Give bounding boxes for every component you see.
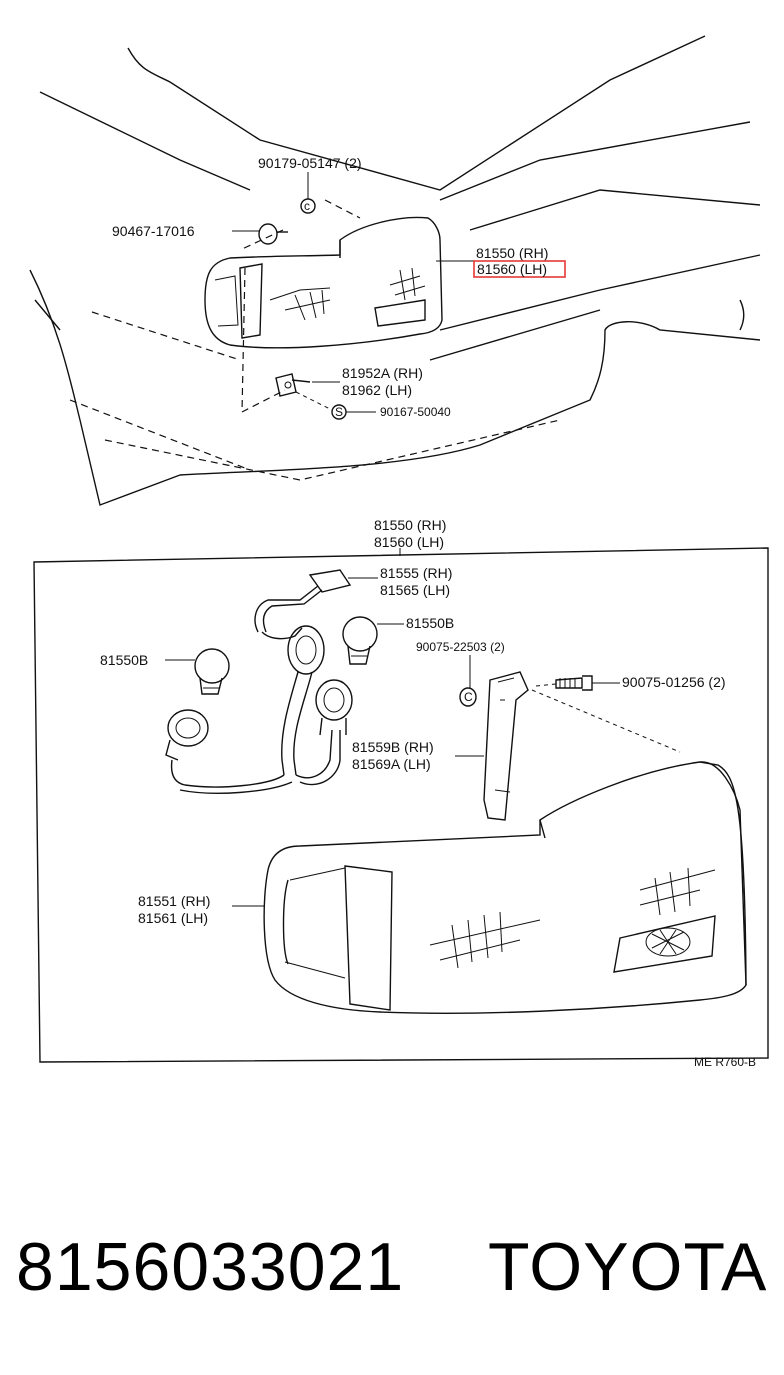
vehicle-body-outline (29, 35, 761, 506)
label-81551-rh: 81551 (RH) (138, 893, 210, 909)
s-mark: S (335, 405, 343, 419)
highlight-81560-lh (473, 260, 566, 278)
label-81555-rh: 81555 (RH) (380, 565, 452, 581)
corner-lamp-top (204, 216, 443, 349)
clip-90075-22503: C (459, 687, 477, 707)
label-90075-22503: 90075-22503 (2) (416, 640, 505, 654)
part-number: 8156033021 (16, 1229, 405, 1305)
s-clip-90167: S (331, 404, 347, 420)
exploded-view-frame (33, 547, 769, 1063)
brand-name: TOYOTA (488, 1229, 768, 1305)
label-90179-05147: 90179-05147 (2) (258, 155, 362, 171)
label-90167-50040: 90167-50040 (380, 405, 451, 419)
label-81565-lh: 81565 (LH) (380, 582, 450, 598)
label-81560-lh-box: 81560 (LH) (374, 534, 444, 550)
label-90075-01256: 90075-01256 (2) (622, 674, 726, 690)
socket-left (165, 709, 209, 761)
label-81559b-rh: 81559B (RH) (352, 739, 434, 755)
socket-right (315, 679, 353, 736)
bracket-81952a (275, 373, 311, 397)
label-81550-rh-top: 81550 (RH) (476, 245, 548, 261)
label-81560-lh-top: 81560 (LH) (477, 261, 547, 277)
label-81550-rh-box: 81550 (RH) (374, 517, 446, 533)
bulb-left (194, 648, 230, 695)
screw-90075-01256 (555, 675, 593, 691)
label-81550b-left: 81550B (100, 652, 148, 668)
label-81561-lh: 81561 (LH) (138, 910, 208, 926)
corner-lamp-bottom (263, 761, 747, 1014)
svg-text:c: c (304, 199, 310, 213)
bulb-right (342, 616, 378, 665)
label-81962-lh: 81962 (LH) (342, 382, 412, 398)
label-81952a-rh: 81952A (RH) (342, 365, 423, 381)
label-81550b-right: 81550B (406, 615, 454, 631)
wiring-harness (170, 569, 352, 794)
c-mark: C (464, 690, 473, 704)
label-90467-17016: 90467-17016 (112, 223, 195, 239)
bracket-81559b (483, 671, 529, 821)
clip-90179: c (300, 198, 316, 214)
reference-code: ME R760-B (694, 1055, 756, 1069)
screw-90467 (258, 223, 288, 245)
label-81569a-lh: 81569A (LH) (352, 756, 431, 772)
